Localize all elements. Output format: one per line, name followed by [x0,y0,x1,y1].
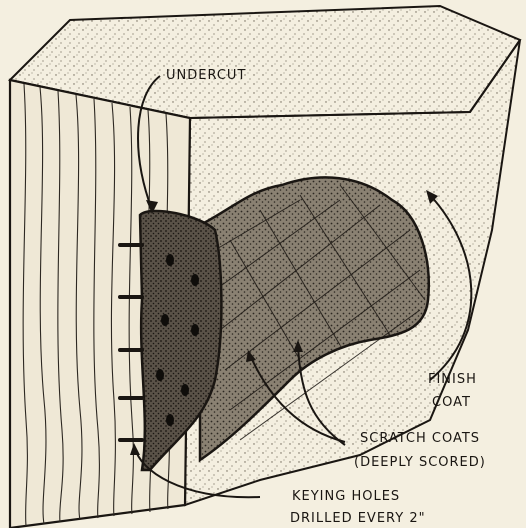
finish-coat-label-line1: FINISH [428,372,477,387]
keying-holes-label-line1: KEYING HOLES [292,489,400,504]
undercut-label: UNDERCUT [166,68,246,83]
scratch-coats-label-line1: SCRATCH COATS [360,431,480,446]
scratch-coats-label-line2: (DEEPLY SCORED) [354,455,486,470]
keying-holes-label-line2: DRILLED EVERY 2" [290,511,426,526]
finish-coat-label-line2: COAT [432,395,471,410]
